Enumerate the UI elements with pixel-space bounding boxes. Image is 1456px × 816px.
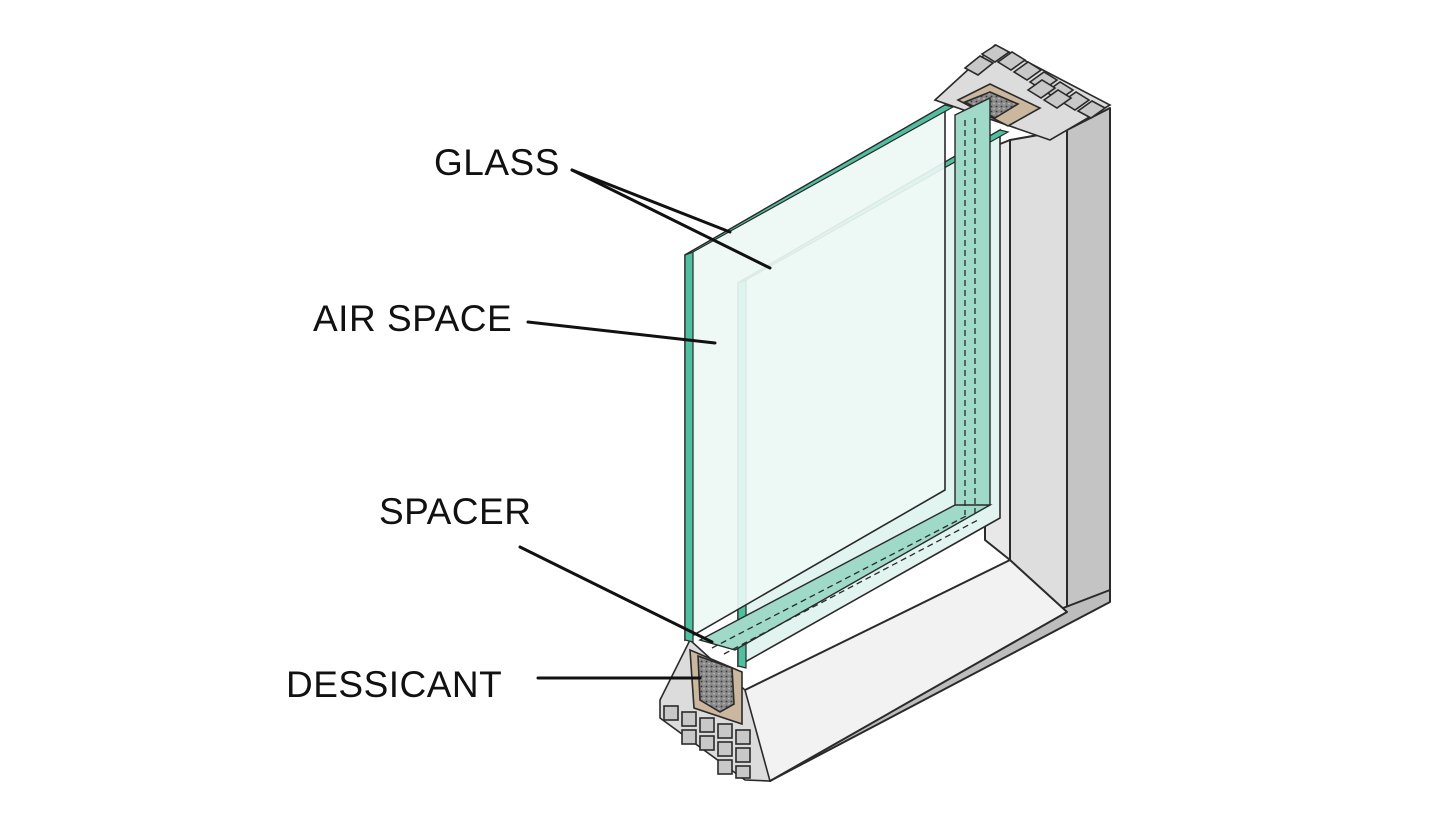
spacer-label: SPACER	[379, 491, 532, 532]
frame-bottom-profile	[659, 638, 772, 782]
air-space-label: AIR SPACE	[313, 298, 513, 339]
bottom-dessicant	[697, 654, 735, 713]
dessicant-label: DESSICANT	[286, 664, 503, 705]
glass-label: GLASS	[434, 142, 560, 183]
leader-lines	[518, 168, 772, 680]
glass-leader-outer	[570, 168, 732, 234]
spacer-dashes	[711, 118, 979, 655]
glass-leader-inner	[570, 168, 772, 270]
frame-right-face	[1066, 107, 1111, 613]
frame-vertical-front	[1009, 129, 1068, 613]
air-space-leader	[526, 320, 717, 345]
window-frame	[744, 107, 1111, 782]
outer-glass-pane	[684, 103, 955, 643]
frame-top-profile	[933, 44, 1112, 141]
spacer-leader	[518, 545, 714, 644]
